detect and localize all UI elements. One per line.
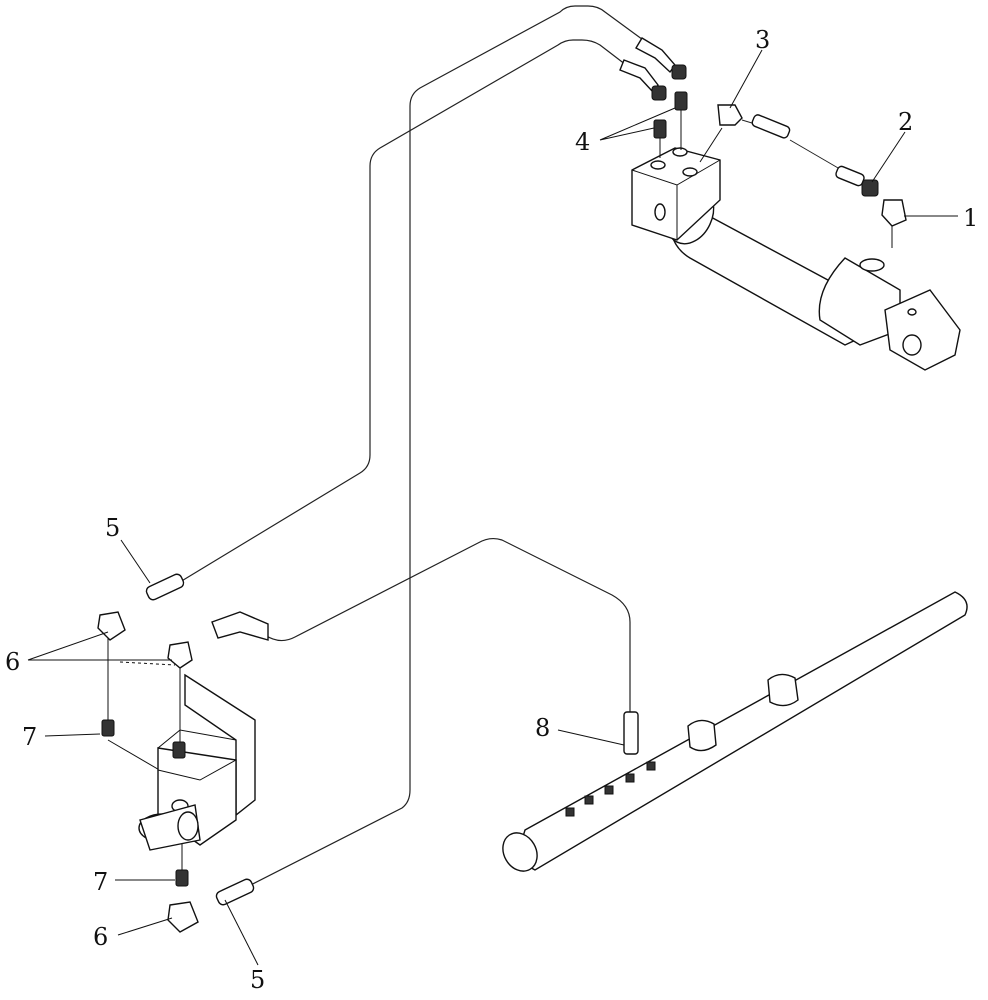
fitting-7b (175, 869, 189, 887)
elbow-6a (97, 611, 126, 641)
elbow-1 (881, 199, 907, 227)
hose-outer (234, 5, 651, 894)
callout-7-upper: 7 (22, 723, 37, 751)
nut-a (671, 64, 687, 80)
leader-lines (27, 49, 958, 966)
tube-end-2 (835, 165, 865, 187)
fitting-4a (653, 119, 667, 139)
top-fittings (619, 37, 907, 248)
hose-inner (174, 39, 631, 586)
callout-labels: 1 2 3 4 5 5 6 6 7 7 8 (5, 26, 978, 994)
fitting-7a (101, 719, 115, 737)
callout-8: 8 (535, 714, 550, 742)
callout-4: 4 (575, 128, 590, 156)
callout-7-lower: 7 (93, 868, 108, 896)
callout-6-lower: 6 (93, 923, 108, 951)
callout-1: 1 (963, 204, 978, 232)
hose-lines (107, 5, 846, 894)
fitting-8 (623, 711, 639, 755)
hose-end-5a (145, 573, 185, 601)
hydraulic-cylinder (631, 147, 961, 371)
hose-elbow-mid (211, 611, 269, 641)
manifold-pipe (502, 591, 968, 872)
callout-2: 2 (898, 108, 913, 136)
callout-5-lower: 5 (250, 966, 265, 994)
fitting-7-bracket (172, 741, 186, 759)
callout-3: 3 (755, 26, 770, 54)
callout-5-upper: 5 (105, 514, 120, 542)
elbow-6b (167, 641, 193, 669)
valve-bracket (138, 673, 256, 851)
nut-b (651, 85, 667, 101)
fitting-2 (861, 179, 879, 197)
hose-middle (264, 537, 631, 712)
fitting-4b (674, 91, 688, 111)
link-lines (107, 630, 183, 870)
elbow-6c (167, 901, 199, 933)
left-fittings (97, 573, 269, 933)
dash-link-6 (119, 661, 176, 666)
hose-end-elbow-a (635, 37, 676, 74)
tube-end (751, 114, 791, 139)
callout-6-upper: 6 (5, 648, 20, 676)
hose-end-5b (215, 878, 255, 906)
